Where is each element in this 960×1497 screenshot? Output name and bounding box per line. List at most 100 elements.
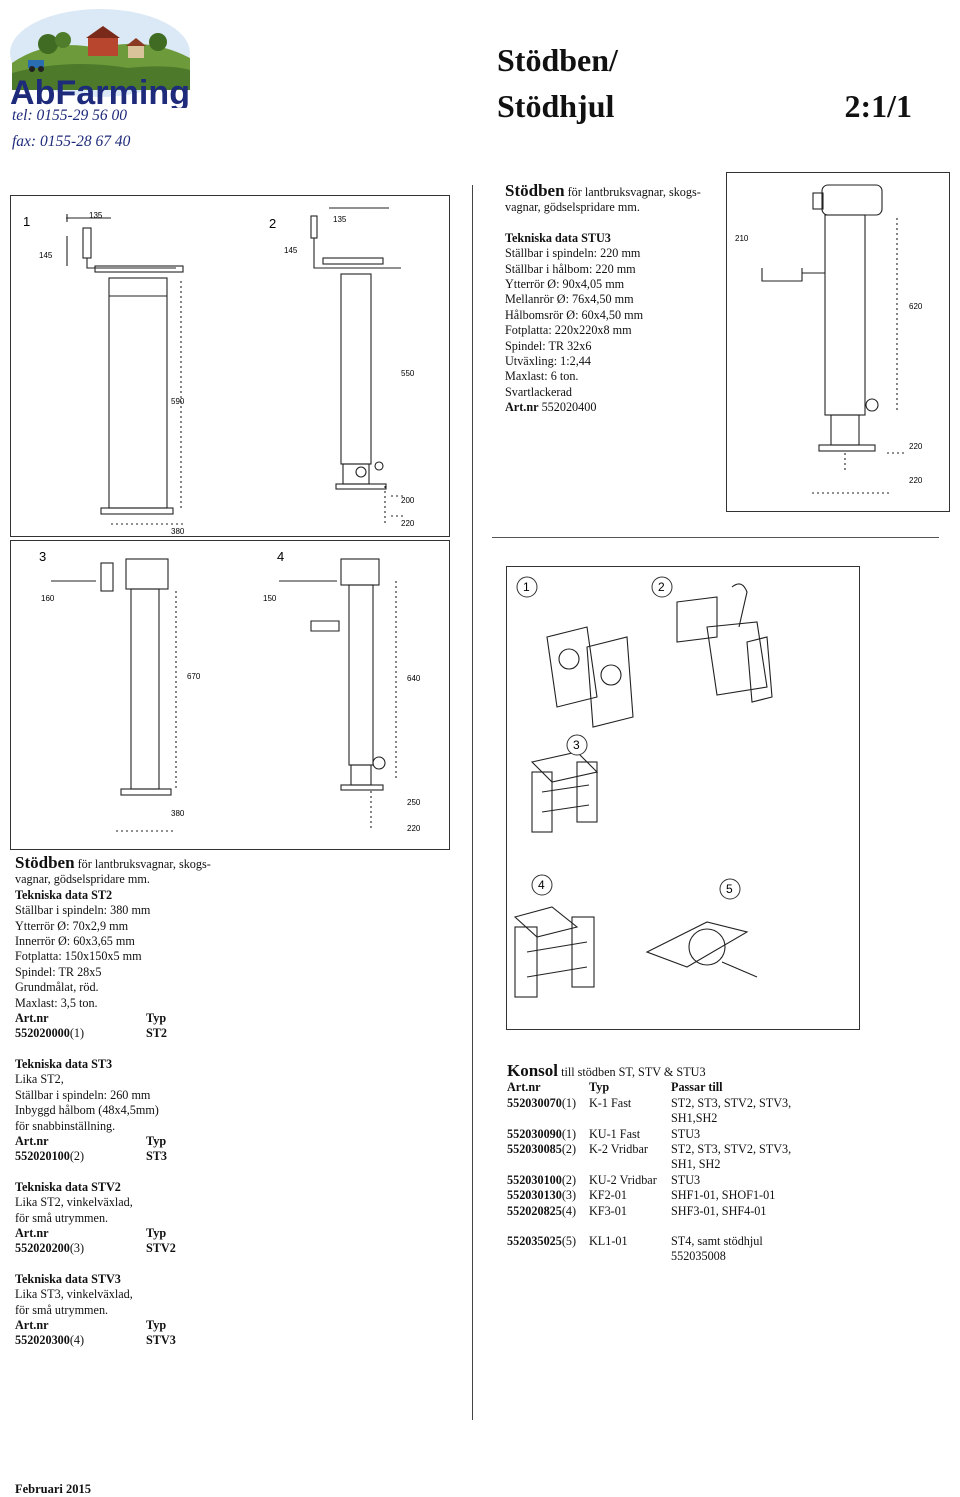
konsol-row: 552030130(3) KF2-01 SHF1-01, SHOF1-01 xyxy=(507,1188,776,1203)
stu3-heading-line2: vagnar, gödselspridare mm. xyxy=(505,200,640,215)
stu3-dim-c: 220 xyxy=(909,442,923,451)
st2-spec: Maxlast: 3,5 ton. xyxy=(15,995,98,1010)
phone-number: tel: 0155-29 56 00 xyxy=(12,107,127,124)
company-logo: AbFarming xyxy=(8,8,193,112)
stu3-spec: Svartlackerad xyxy=(505,384,572,399)
footer-date: Februari 2015 xyxy=(15,1482,92,1496)
figure-stu3: 210 620 220 220 xyxy=(726,172,950,512)
column-divider xyxy=(472,185,473,1420)
konsol-callout-3: 3 xyxy=(566,734,588,756)
figure-stodben-3-4: 3 4 160 670 380 150 640 250 220 xyxy=(10,540,450,850)
konsol-callout-4: 4 xyxy=(531,874,553,896)
st3-line: Lika ST2, xyxy=(15,1072,64,1087)
st2-art-row: 552020000(1)ST2 xyxy=(15,1026,168,1041)
stv3-tech-title: Tekniska data STV3 xyxy=(15,1271,121,1286)
fig-num-4: 4 xyxy=(277,549,284,564)
konsol-row: 552030090(1) KU-1 Fast STU3 xyxy=(507,1126,701,1141)
st3-line: Inbyggd hålbom (48x4,5mm) xyxy=(15,1103,159,1118)
dim-4b: 640 xyxy=(407,674,421,683)
svg-text:5: 5 xyxy=(726,882,733,896)
konsol-row: 552030085(2) K-2 Vridbar ST2, ST3, STV2,… xyxy=(507,1142,792,1172)
st2-heading: Stödben för lantbruksvagnar, skogs- xyxy=(15,853,211,872)
stu3-spec: Maxlast: 6 ton. xyxy=(505,369,579,384)
stv3-line: för små utrymmen. xyxy=(15,1302,109,1317)
svg-text:3: 3 xyxy=(573,738,580,752)
konsol-callout-2: 2 xyxy=(651,576,673,598)
dim-4d: 220 xyxy=(407,824,421,833)
dim-4c: 250 xyxy=(407,798,421,807)
konsol-callout-1: 1 xyxy=(516,576,538,598)
farm-logo-icon: AbFarming xyxy=(10,9,190,112)
fig-num-1: 1 xyxy=(23,214,30,229)
dim-2e: 220 xyxy=(401,519,415,528)
figure-konsol: 1 2 3 4 5 xyxy=(506,566,860,1030)
stu3-spec: Spindel: TR 32x6 xyxy=(505,338,592,353)
stu3-spec: Utväxling: 1:2,44 xyxy=(505,354,591,369)
stu3-tech-title: Tekniska data STU3 xyxy=(505,230,611,245)
st3-tech-title: Tekniska data ST3 xyxy=(15,1056,113,1071)
stv2-line: för små utrymmen. xyxy=(15,1210,109,1225)
page-title-line1: Stödben/ xyxy=(497,42,618,78)
stu3-spec: Ytterrör Ø: 90x4,05 mm xyxy=(505,277,625,292)
st3-line: Ställbar i spindeln: 260 mm xyxy=(15,1087,151,1102)
konsol-table-header: Art.nr Typ Passar till xyxy=(507,1080,723,1095)
stu3-drawing: 210 620 220 220 xyxy=(735,184,923,494)
st3-line: för snabbinställning. xyxy=(15,1118,116,1133)
dim-4a: 150 xyxy=(263,594,277,603)
svg-text:1: 1 xyxy=(523,580,530,594)
konsol-row: 552020825(4) KF3-01 SHF3-01, SHF4-01 xyxy=(507,1203,767,1218)
page-code: 2:1/1 xyxy=(844,88,912,124)
stu3-dim-d: 220 xyxy=(909,476,923,485)
dim-1c: 590 xyxy=(171,397,185,406)
fax-number: fax: 0155-28 67 40 xyxy=(12,133,131,150)
svg-text:2: 2 xyxy=(658,580,665,594)
st2-section: Stödben för lantbruksvagnar, skogs- vagn… xyxy=(15,853,275,1349)
stu3-section: Stödben för lantbruksvagnar, skogs- vagn… xyxy=(505,181,725,416)
konsol-heading: Konsol till stödben ST, STV & STU3 xyxy=(507,1061,706,1080)
dim-2a: 135 xyxy=(333,215,347,224)
figure-stodben-1-2: 1 2 135 145 590 380 135 145 550 200 220 xyxy=(10,195,450,537)
stv3-art-row: 552020300(4)STV3 xyxy=(15,1333,176,1348)
stodben-drawing-3-4: 3 4 160 670 380 150 640 250 220 xyxy=(39,549,421,833)
konsol-row: 552030070(1) K-1 Fast ST2, ST3, STV2, ST… xyxy=(507,1095,792,1126)
dim-2c: 550 xyxy=(401,369,415,378)
dim-2b: 145 xyxy=(284,246,298,255)
svg-text:4: 4 xyxy=(538,878,545,892)
stu3-spec: Fotplatta: 220x220x8 mm xyxy=(505,323,632,338)
stv3-line: Lika ST3, vinkelväxlad, xyxy=(15,1287,133,1302)
st2-spec: Ställbar i spindeln: 380 mm xyxy=(15,903,151,918)
konsol-drawing: 1 2 3 4 5 xyxy=(513,576,773,998)
stu3-spec: Ställbar i hålbom: 220 mm xyxy=(505,261,636,276)
page-title-line2: Stödhjul xyxy=(497,88,615,124)
section-divider xyxy=(492,537,939,538)
dim-1b: 145 xyxy=(39,251,53,260)
stu3-dim-b: 620 xyxy=(909,302,923,311)
stu3-art: Art.nr 552020400 xyxy=(505,400,597,415)
stu3-dim-a: 210 xyxy=(735,234,749,243)
st2-spec: Fotplatta: 150x150x5 mm xyxy=(15,949,142,964)
stv2-tech-title: Tekniska data STV2 xyxy=(15,1179,121,1194)
stodben-drawing-1-2: 1 2 135 145 590 380 135 145 550 200 220 xyxy=(23,207,415,536)
dim-2d: 200 xyxy=(401,496,415,505)
konsol-section: Konsol till stödben ST, STV & STU3 Art.n… xyxy=(507,1061,927,1265)
fig-num-2: 2 xyxy=(269,216,276,231)
dim-3c: 380 xyxy=(171,809,185,818)
st2-spec: Grundmålat, röd. xyxy=(15,980,99,995)
stu3-spec: Hålbomsrör Ø: 60x4,50 mm xyxy=(505,307,644,322)
dim-1d: 380 xyxy=(171,527,185,536)
stu3-spec: Mellanrör Ø: 76x4,50 mm xyxy=(505,292,634,307)
stu3-heading: Stödben för lantbruksvagnar, skogs- xyxy=(505,181,701,200)
dim-1a: 135 xyxy=(89,211,103,220)
konsol-row: 552030100(2) KU-2 Vridbar STU3 xyxy=(507,1172,701,1187)
st2-spec: Innerrör Ø: 60x3,65 mm xyxy=(15,934,135,949)
logo-wordmark: AbFarming xyxy=(10,74,190,108)
stv2-line: Lika ST2, vinkelväxlad, xyxy=(15,1195,133,1210)
st2-tech-title: Tekniska data ST2 xyxy=(15,887,113,902)
stv2-art-row: 552020200(3)STV2 xyxy=(15,1241,176,1256)
stu3-spec: Ställbar i spindeln: 220 mm xyxy=(505,246,641,261)
